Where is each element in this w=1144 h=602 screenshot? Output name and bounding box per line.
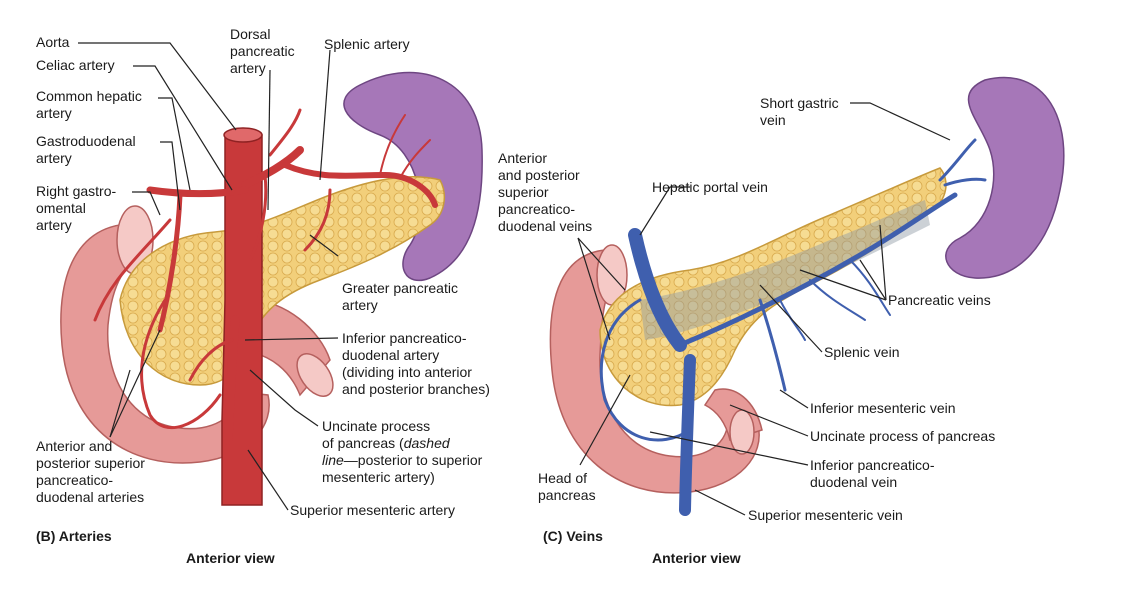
label-uncinate-process-veins: Uncinate process of pancreas (810, 428, 996, 444)
short-gastric-vessels (938, 138, 987, 187)
inf-pd-vessel (188, 338, 234, 382)
view-label-veins: Anterior view (652, 550, 741, 566)
celiac-trunk (241, 146, 304, 189)
inf-mesenteric-vessel (758, 298, 787, 392)
gastroduodenal-vessel (157, 192, 183, 333)
spleen-b (343, 71, 483, 281)
dorsal-pancreatic-vessel (248, 173, 268, 262)
label-aorta: Aorta (36, 34, 70, 50)
label-superior-pancreaticoduodenal-veins: Anterior and posterior superior pancreat… (498, 150, 593, 234)
label-hepatic-portal-vein: Hepatic portal vein (652, 179, 768, 195)
spleen-c (945, 76, 1065, 279)
splenic-vein-vessel (677, 192, 958, 348)
label-right-gastro-omental-artery: Right gastro- omental artery (36, 183, 117, 233)
sup-pd-arcade (140, 298, 222, 430)
label-dorsal-pancreatic-artery: Dorsal pancreatic artery (230, 26, 295, 76)
label-superior-mesenteric-artery: Superior mesenteric artery (290, 502, 455, 518)
label-common-hepatic-artery: Common hepatic artery (36, 88, 142, 121)
label-superior-pancreaticoduodenal-arteries: Anterior and posterior superior pancreat… (36, 438, 145, 505)
sup-pd-vein-arcade (599, 298, 692, 442)
label-celiac-artery: Celiac artery (36, 57, 115, 73)
veins-illustration (549, 76, 1065, 516)
splenic-artery-vessel (282, 162, 438, 208)
right-gastro-omental-vessel (93, 218, 172, 322)
left-gastric-vessel (268, 108, 302, 157)
splenic-vein-shadow (640, 200, 930, 340)
label-inferior-mesenteric-vein: Inferior mesenteric vein (810, 400, 956, 416)
common-hepatic-vessel (146, 186, 249, 198)
duodenum-cut-lower-c (729, 409, 755, 455)
label-gastroduodenal-artery: Gastroduodenal artery (36, 133, 136, 166)
duodenum-right-panel (549, 249, 760, 494)
sup-mesenteric-vein-vessel (679, 354, 696, 516)
leader-lines (78, 42, 951, 516)
arteries-illustration (60, 71, 483, 506)
view-label-arteries: Anterior view (186, 550, 275, 566)
label-superior-mesenteric-vein: Superior mesenteric vein (748, 507, 903, 523)
hepatic-portal-vessel (628, 228, 687, 352)
label-greater-pancreatic-artery: Greater pancreatic artery (342, 280, 458, 313)
label-pancreatic-veins: Pancreatic veins (888, 292, 991, 308)
caption-veins: (C) Veins (543, 528, 603, 544)
greater-pancreatic-vessel (303, 188, 332, 252)
label-splenic-artery: Splenic artery (324, 36, 410, 52)
splenic-branches (379, 114, 431, 179)
label-inferior-pancreaticoduodenal-vein: Inferior pancreatico- duodenal vein (810, 457, 935, 490)
aorta-cut (223, 127, 263, 143)
label-head-of-pancreas: Head of pancreas (538, 470, 596, 503)
sup-mesenteric-vessel (223, 315, 240, 445)
label-inferior-pancreaticoduodenal-artery: Inferior pancreatico- duodenal artery (d… (342, 330, 490, 397)
pancreatic-vein-branches (779, 259, 891, 341)
caption-arteries: (B) Arteries (36, 528, 112, 544)
label-short-gastric-vein: Short gastric vein (760, 95, 839, 128)
duodenum-cut-lower (296, 353, 334, 397)
label-splenic-vein: Splenic vein (824, 344, 900, 360)
